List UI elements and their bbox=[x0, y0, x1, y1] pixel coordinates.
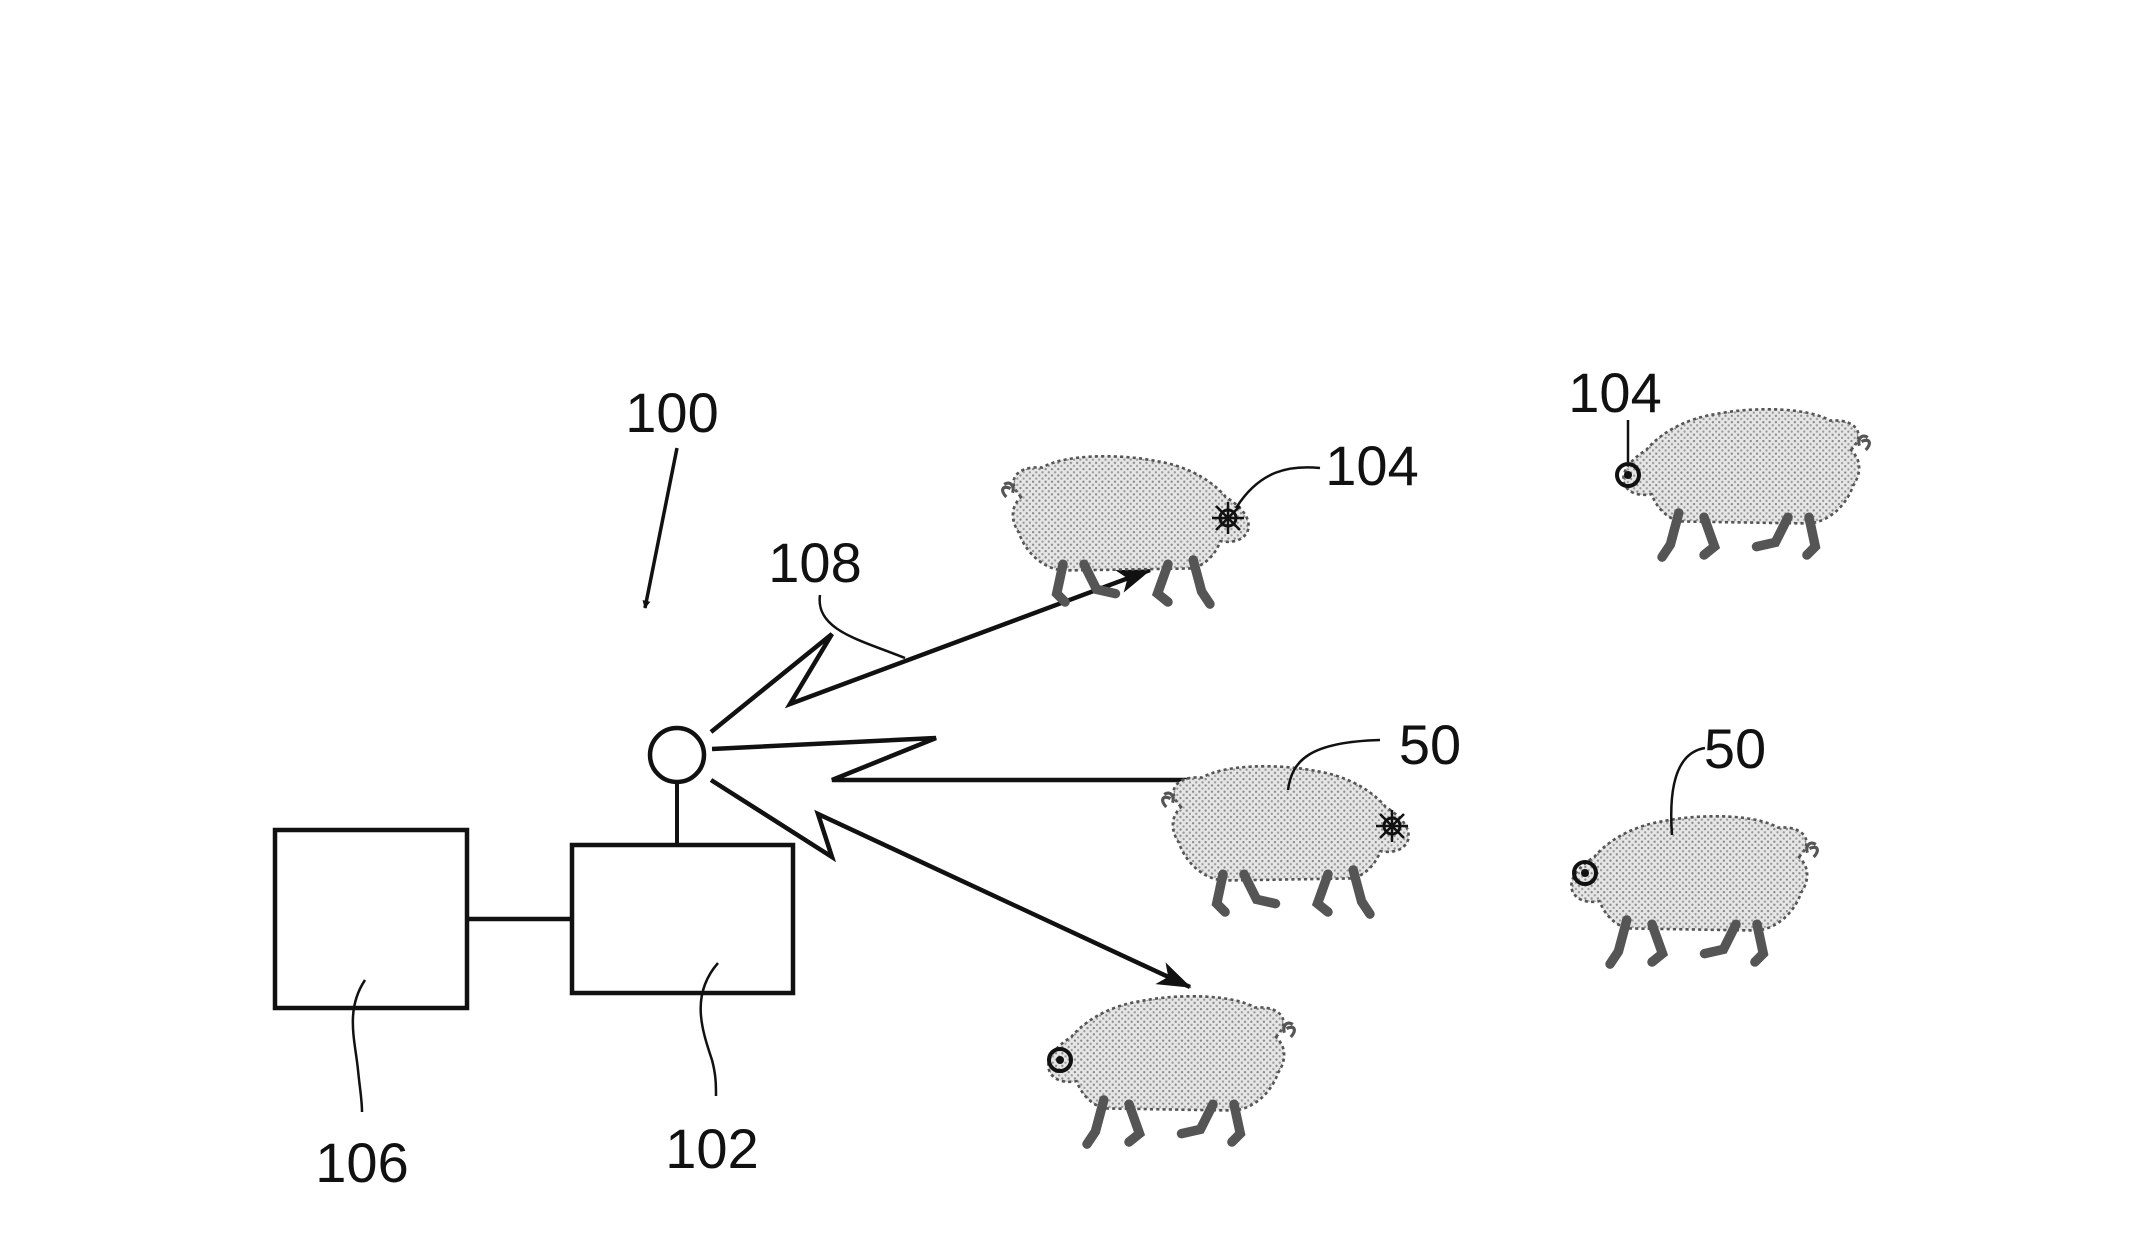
pig-middle-right bbox=[1571, 816, 1817, 964]
signal-bolt-middle bbox=[711, 735, 1270, 792]
antenna bbox=[647, 725, 707, 785]
leader-108 bbox=[818, 594, 906, 660]
label-106: 106 bbox=[315, 1131, 408, 1194]
leader-104-top bbox=[1234, 466, 1321, 509]
leader-50-middle bbox=[1286, 738, 1381, 791]
label-102: 102 bbox=[665, 1117, 758, 1180]
leader-102 bbox=[699, 962, 719, 1097]
signal-bolt-bottom bbox=[709, 778, 1192, 990]
system-arrow bbox=[642, 447, 679, 609]
pig-top-right bbox=[1623, 409, 1869, 557]
passive-tag bbox=[1047, 1047, 1073, 1073]
label-50-middle: 50 bbox=[1399, 713, 1461, 776]
label-100: 100 bbox=[625, 381, 718, 444]
pig-bottom bbox=[1048, 996, 1294, 1144]
active-tag bbox=[1376, 810, 1408, 842]
label-50-right: 50 bbox=[1704, 717, 1766, 780]
leader-50-right bbox=[1670, 746, 1706, 836]
passive-tag bbox=[1572, 860, 1598, 886]
box-102 bbox=[569, 842, 796, 996]
signal-bolt-top bbox=[709, 567, 1152, 734]
label-104-right: 104 bbox=[1568, 361, 1661, 424]
label-108: 108 bbox=[768, 531, 861, 594]
active-tag bbox=[1212, 502, 1244, 534]
leader-106 bbox=[351, 979, 367, 1113]
pig-middle bbox=[1163, 766, 1409, 914]
box-106 bbox=[272, 827, 470, 1011]
pig-top bbox=[1003, 456, 1249, 604]
passive-tag bbox=[1615, 462, 1641, 488]
label-104-top: 104 bbox=[1325, 434, 1418, 497]
